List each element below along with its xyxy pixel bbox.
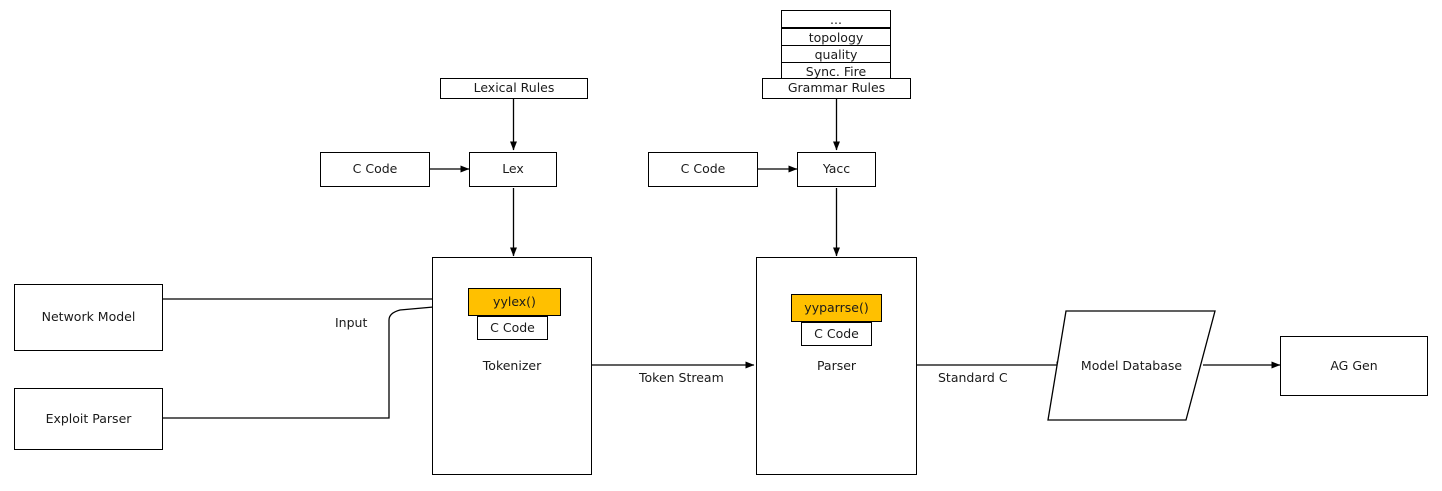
node-label: C Code [680,161,726,177]
node-label: Network Model [41,309,136,325]
node-grammar-rules[interactable]: Grammar Rules [762,78,911,99]
stack-item-label: topology [808,29,864,45]
parser-caption: Parser [756,358,917,373]
stack-item-sync-fire: Sync. Fire [781,62,891,80]
node-ag-gen[interactable]: AG Gen [1280,336,1428,396]
node-c-code-lex[interactable]: C Code [320,152,430,187]
node-label: Lex [502,161,524,177]
node-lexical-rules[interactable]: Lexical Rules [440,78,588,99]
edge-exploit-parser-to-yylex [163,301,468,419]
node-exploit-parser[interactable]: Exploit Parser [14,388,163,450]
edge-label-standard-c: Standard C [936,370,1010,385]
node-label: Lexical Rules [473,80,555,96]
edge-label-token-stream: Token Stream [637,370,726,385]
node-label: Model Database [1080,358,1183,373]
stack-item-label: quality [814,46,858,62]
stack-item-label: ... [830,11,842,27]
node-yylex[interactable]: yylex() [468,288,561,316]
node-label: Grammar Rules [787,80,886,96]
node-label: Yacc [822,161,851,177]
node-label: C Code [352,161,398,177]
node-yacc[interactable]: Yacc [797,152,876,187]
tokenizer-caption: Tokenizer [432,358,592,373]
node-c-code-parser[interactable]: C Code [801,322,872,346]
node-parser[interactable] [756,257,917,475]
stack-item-label: Sync. Fire [805,63,867,79]
node-label: C Code [490,319,535,335]
node-model-database[interactable]: Model Database [1048,358,1215,373]
caption-label: Parser [816,358,857,373]
node-label: AG Gen [1330,357,1378,373]
node-label: yyparrse() [804,299,869,315]
stack-item-quality: quality [781,45,891,63]
label-text: Standard C [938,370,1008,385]
node-network-model[interactable]: Network Model [14,284,163,351]
label-text: Input [335,315,368,330]
edge-label-input: Input [333,315,370,330]
node-label: yylex() [493,293,536,309]
node-label: Exploit Parser [45,410,132,426]
stack-item-topology: topology [781,28,891,46]
node-lex[interactable]: Lex [469,152,557,187]
node-c-code-tokenizer[interactable]: C Code [477,316,548,340]
caption-label: Tokenizer [482,358,542,373]
node-yyparrse[interactable]: yyparrse() [791,294,882,322]
node-c-code-yacc[interactable]: C Code [648,152,758,187]
stack-item-ellipsis: ... [781,10,891,28]
node-label: C Code [814,325,859,341]
label-text: Token Stream [639,370,724,385]
